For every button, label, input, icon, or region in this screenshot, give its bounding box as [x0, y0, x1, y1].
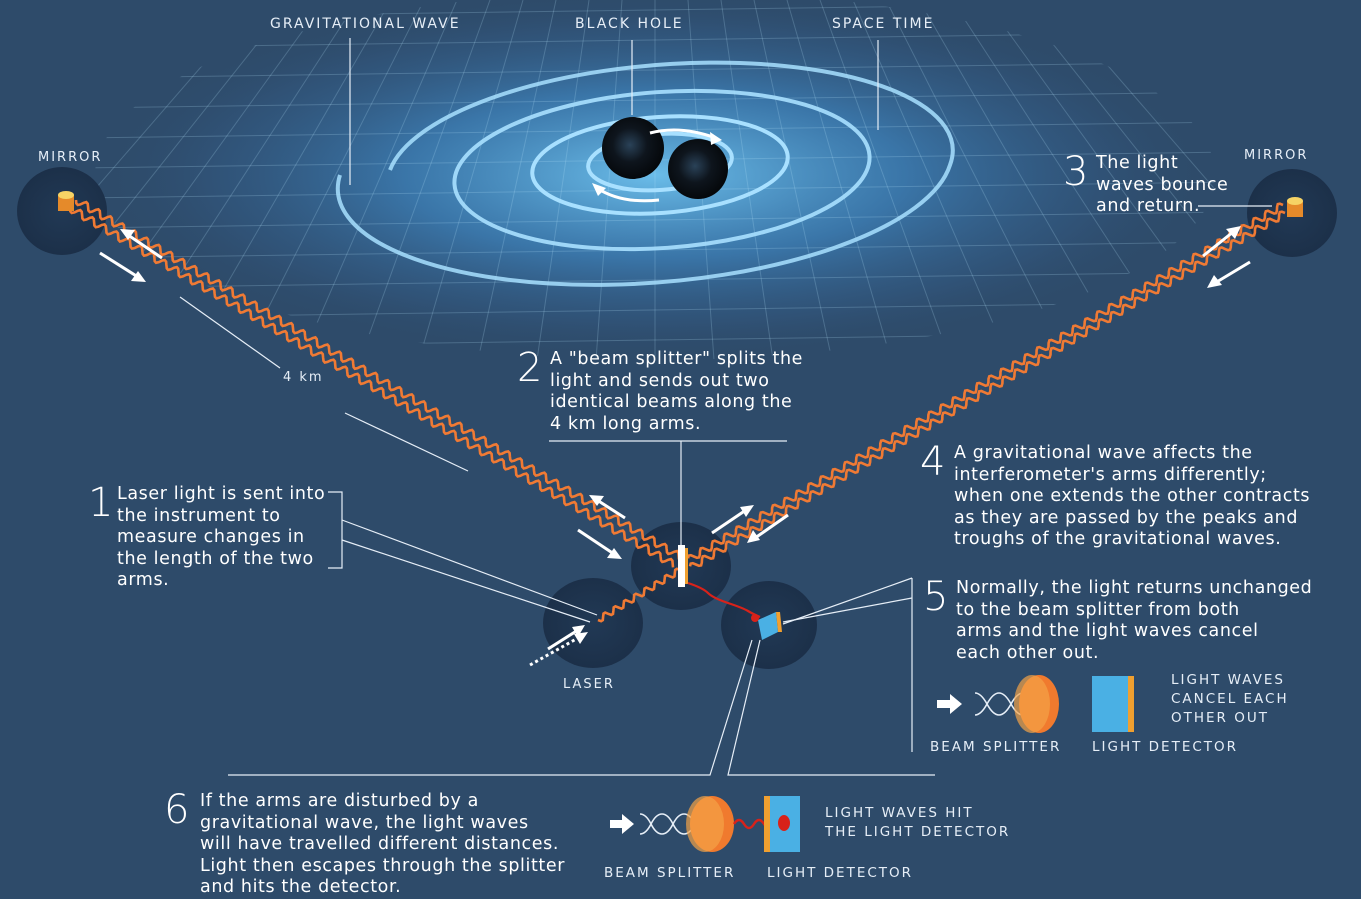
legend-normal-beam-splitter: BEAM SPLITTER — [930, 739, 1062, 755]
gravitational-wave-rings — [335, 60, 955, 287]
label-gravitational-wave: GRAVITATIONAL WAVE — [270, 16, 461, 32]
legend-disturbed-beam-splitter: BEAM SPLITTER — [604, 865, 736, 881]
step-2-number: 2 — [517, 345, 543, 391]
detector-icon — [1092, 676, 1128, 732]
laser-pad — [543, 578, 643, 668]
beam-splitter — [678, 545, 685, 587]
legend-disturbed-light-detector: LIGHT DETECTOR — [767, 865, 914, 881]
legend-normal-light-detector: LIGHT DETECTOR — [1092, 739, 1239, 755]
step-5-number: 5 — [923, 574, 949, 620]
laser-beam — [686, 202, 1284, 560]
laser-beam — [597, 567, 681, 623]
direction-arrows — [99, 226, 1251, 651]
black-hole-2 — [668, 139, 728, 199]
laser-beam — [68, 207, 675, 568]
step-6-number: 6 — [164, 787, 190, 833]
label-mirror-right: MIRROR — [1244, 148, 1309, 163]
top-label-leaders — [349, 38, 879, 185]
laser-beam — [688, 210, 1286, 568]
mirror-left — [58, 191, 74, 211]
label-distance: 4 km — [283, 370, 324, 385]
label-black-hole: BLACK HOLE — [575, 16, 684, 32]
mirror-right — [1287, 197, 1303, 217]
callout-leaders — [228, 205, 1272, 776]
label-mirror-left: MIRROR — [38, 150, 103, 165]
step-1-number: 1 — [88, 480, 114, 526]
legend-normal-art — [937, 675, 1134, 733]
laser-beam — [74, 199, 681, 560]
legend-disturbed-art — [610, 796, 800, 852]
orbit-arrow-top — [649, 128, 717, 140]
distance-marker — [179, 296, 469, 472]
light-detector-diagram — [758, 612, 778, 640]
escape-beam — [687, 581, 761, 619]
step-3-number: 3 — [1063, 149, 1089, 195]
step-4-number: 4 — [920, 439, 946, 485]
label-laser: LASER — [563, 677, 615, 692]
label-space-time: SPACE TIME — [832, 16, 935, 32]
laser-beams — [68, 199, 1286, 623]
black-hole-1 — [602, 117, 664, 179]
